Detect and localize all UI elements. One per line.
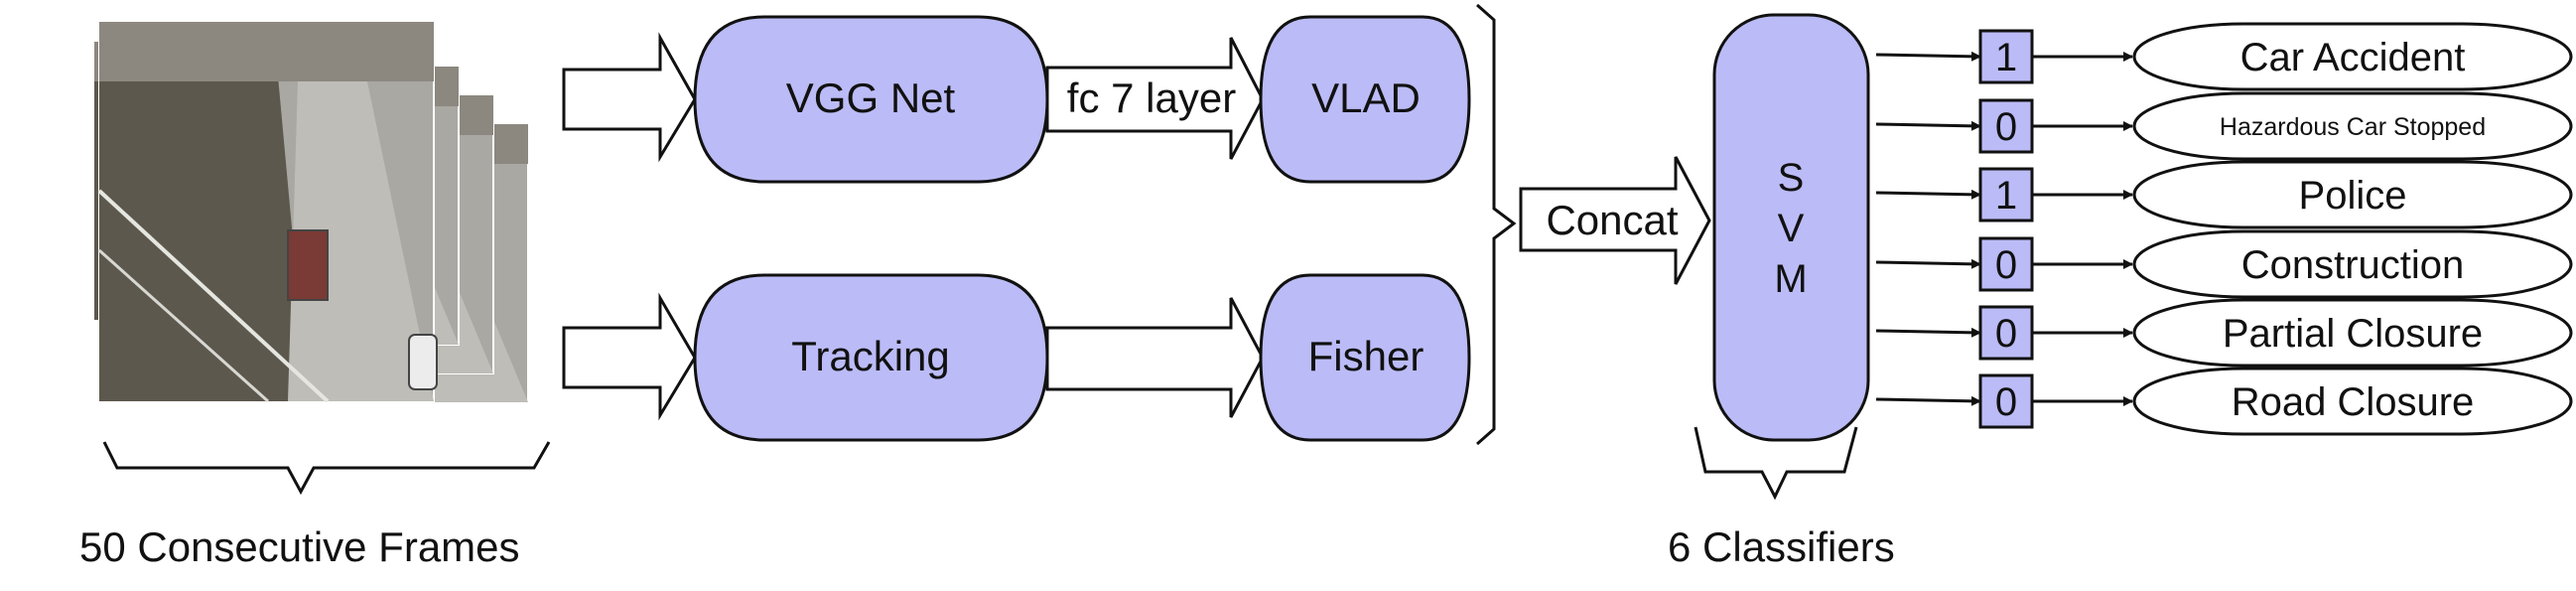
output-label: Car Accident — [2240, 36, 2466, 79]
svm-letter: S — [1778, 156, 1805, 200]
svm-letter: V — [1778, 207, 1805, 250]
output-value: 0 — [1995, 105, 2017, 149]
video-frame — [97, 21, 438, 403]
classifiers-caption: 6 Classifiers — [1668, 523, 1895, 570]
concat-label: Concat — [1546, 197, 1678, 243]
output-value: 1 — [1995, 174, 2017, 218]
vlad-label: VLAD — [1311, 74, 1421, 121]
vgg-net-block — [693, 15, 1049, 184]
output-label: Construction — [2241, 243, 2465, 287]
output-row: 0 Road Closure — [1875, 367, 2573, 436]
svm-to-value-arrow — [1875, 395, 1981, 406]
tracking-to-fisher-arrow — [1045, 297, 1265, 418]
output-label-pill — [2132, 160, 2573, 229]
svm-to-value-arrow — [1875, 258, 1981, 269]
output-row: 1 Police — [1875, 160, 2573, 229]
frames-to-tracking-arrow — [562, 292, 697, 421]
output-row: 0 Partial Closure — [1875, 298, 2573, 368]
output-value-box — [1978, 29, 2034, 84]
output-label-pill — [2132, 298, 2573, 368]
svm-to-value-arrow — [1875, 189, 1981, 200]
concat-arrow — [1519, 156, 1711, 285]
fc7-arrow — [1045, 37, 1265, 160]
output-label: Police — [2299, 174, 2407, 218]
output-row: 1 Car Accident — [1875, 22, 2573, 91]
svm-letter: M — [1774, 257, 1807, 301]
output-row: 0 Construction — [1875, 229, 2573, 299]
output-label: Road Closure — [2232, 380, 2475, 424]
fc7-label: fc 7 layer — [1067, 74, 1236, 121]
frames-brace — [102, 441, 551, 496]
output-label-pill — [2132, 367, 2573, 436]
frames-to-vgg-arrow — [562, 32, 697, 163]
fisher-label: Fisher — [1308, 333, 1424, 379]
output-label-pill — [2132, 22, 2573, 91]
vlad-block — [1259, 15, 1471, 184]
output-label-pill — [2132, 229, 2573, 299]
output-value-box — [1978, 373, 2034, 429]
svm-to-value-arrow — [1875, 120, 1981, 131]
svm-block — [1712, 13, 1870, 442]
output-label-pill — [2132, 91, 2573, 161]
svm-to-value-arrow — [1875, 51, 1981, 62]
output-value-box — [1978, 236, 2034, 292]
output-label: Partial Closure — [2223, 312, 2483, 356]
fisher-block — [1259, 273, 1471, 442]
output-value-box — [1978, 305, 2034, 361]
output-value: 0 — [1995, 312, 2017, 356]
output-label: Hazardous Car Stopped — [2220, 113, 2486, 141]
tracking-block — [693, 273, 1049, 442]
frames-caption: 50 Consecutive Frames — [79, 523, 520, 570]
vgg-net-label: VGG Net — [786, 74, 956, 121]
output-value: 1 — [1995, 36, 2017, 79]
features-brace — [1476, 3, 1517, 446]
frame-stack — [93, 21, 529, 403]
classifiers-brace — [1694, 426, 1858, 501]
output-value: 0 — [1995, 380, 2017, 424]
output-value: 0 — [1995, 243, 2017, 287]
tracking-label: Tracking — [791, 333, 950, 379]
svm-to-value-arrow — [1875, 327, 1981, 338]
output-value-box — [1978, 98, 2034, 154]
output-row: 0 Hazardous Car Stopped — [1875, 91, 2573, 161]
